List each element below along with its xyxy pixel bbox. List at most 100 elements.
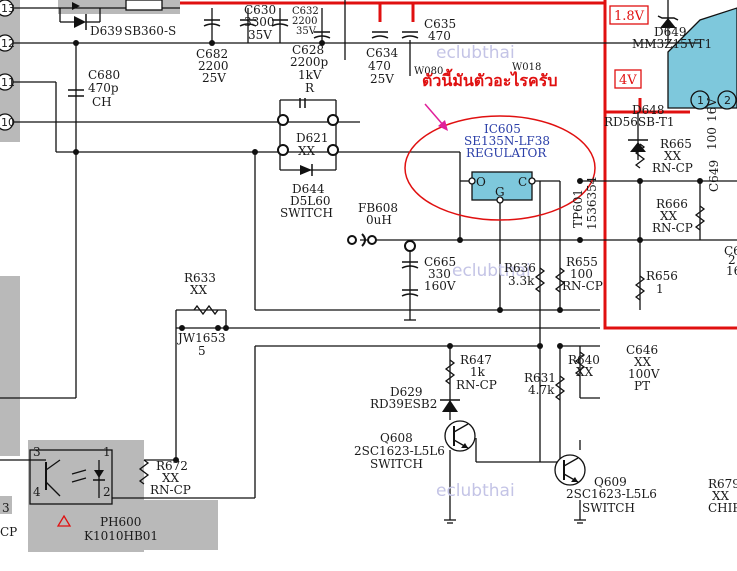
grounds: [444, 519, 586, 524]
r665-ref: R665: [660, 137, 692, 151]
ic605-pin-c: C: [518, 175, 527, 189]
volt-box-1: [609, 5, 649, 25]
ic-right-body: [667, 7, 737, 109]
c635-v1: 470: [428, 29, 451, 43]
r636-v1: 3.3k: [508, 274, 535, 288]
ic605-desc: REGULATOR: [466, 146, 547, 160]
d621-ref: D621: [296, 131, 329, 145]
c630-v2: 35V: [248, 28, 272, 42]
d621-part: XX: [298, 144, 316, 158]
d644-ref: D644: [292, 182, 325, 196]
tp601-ref: TP601: [571, 189, 585, 228]
c665-v2: 160V: [424, 279, 456, 293]
bridge-r-label: R: [305, 81, 315, 95]
c634-ref: C634: [366, 46, 398, 60]
capacitors-top: [68, 19, 419, 97]
watermark-1: eclubthai: [436, 43, 515, 63]
ic605-pin-g: G: [495, 185, 505, 199]
bridge-d621: [277, 98, 339, 176]
r679-v1: XX: [712, 489, 730, 503]
transistor-q608: [444, 420, 476, 452]
r665-v2: RN-CP: [652, 161, 693, 175]
c682-v2: 25V: [202, 71, 226, 85]
c680-v2: CH: [92, 95, 112, 109]
c630-ref: C630: [244, 3, 276, 17]
c632-ref: C632: [292, 6, 319, 17]
ph600-part: K1010HB01: [84, 529, 158, 543]
r655-ref: R655: [566, 255, 598, 269]
left-cut-shade: [0, 496, 12, 514]
transistor-q609: [554, 454, 586, 486]
highlight-ellipse: [404, 115, 596, 221]
q608-part: 2SC1623-L5L6: [354, 444, 445, 458]
r647-v1: 1k: [470, 365, 486, 379]
c632-v2: 35V: [296, 26, 317, 37]
d644-part: D5L60: [290, 194, 331, 208]
ferrite-fb608: [347, 233, 377, 247]
ph600-pin1: 1: [103, 445, 111, 459]
r672-v2: RN-CP: [150, 483, 191, 497]
r631-ref: R631: [524, 371, 556, 385]
right-cut-ref: C6: [724, 244, 737, 258]
c634-v2: 25V: [370, 72, 394, 86]
c665-v1: 330: [428, 267, 451, 281]
c628-v1: 2200p: [290, 55, 329, 69]
optocoupler-ph600: [29, 449, 113, 527]
ic605-regulator: [468, 171, 536, 204]
question-text: ตัวนี้มันตัวอะไรครับ: [422, 68, 557, 90]
jw1653-ref: JW1653: [176, 331, 226, 345]
ic-right-pins: [690, 90, 737, 110]
right-cut-v2: 16: [726, 264, 737, 278]
d649-ref: D649: [654, 25, 687, 39]
capacitor-c665: [401, 240, 419, 321]
r656-v1: 1: [656, 282, 664, 296]
r672-v1: XX: [162, 471, 180, 485]
q608-desc: SWITCH: [370, 457, 423, 471]
d629-part: RD39ESB2: [370, 397, 437, 411]
tp601-v1: 1536354: [585, 176, 599, 230]
r656-ref: R656: [646, 269, 678, 283]
ph600-pin2: 2: [103, 485, 111, 499]
connector-pin-10: 10: [1, 116, 15, 129]
c682-ref: C682: [196, 47, 228, 61]
ic-right-pin-1: 1: [697, 94, 704, 107]
c630-v1: 3300: [244, 15, 275, 29]
w018-label: W018: [512, 62, 541, 73]
c634-v1: 470: [368, 59, 391, 73]
r666-v1: XX: [660, 209, 678, 223]
junctions: [73, 40, 703, 463]
connector-pin-13: 13: [1, 2, 15, 15]
c649-ref: C649: [707, 160, 721, 192]
r665-v1: XX: [664, 149, 682, 163]
r655-v2: RN-CP: [562, 279, 603, 293]
r666-v2: RN-CP: [652, 221, 693, 235]
r633-ref: R633: [184, 271, 216, 285]
r655-v1: 100: [570, 267, 593, 281]
highlight-traces: [180, 0, 737, 330]
jumper-jw1653: [179, 325, 221, 331]
voltage-4v: 4V: [619, 73, 637, 88]
zener-d629: [440, 399, 460, 412]
r679-ref: R679: [708, 477, 737, 491]
q608-ref: Q608: [380, 431, 413, 445]
c649-v1: 100: [705, 127, 719, 150]
d648-part: RD56SB-T1: [604, 115, 674, 129]
jw1653-v1: 5: [198, 344, 206, 358]
w080-label: W080: [414, 66, 443, 77]
ph600-pin3: 3: [33, 445, 41, 459]
c665-ref: C665: [424, 255, 456, 269]
resistors: [138, 143, 706, 485]
c649-v2: 16V: [705, 98, 719, 122]
connector-pin-11: 11: [1, 76, 15, 89]
ph600-pin4: 4: [33, 485, 41, 499]
connector-pin-12: 12: [1, 37, 15, 50]
volt-box-2: [614, 69, 642, 89]
d644-desc: SWITCH: [280, 206, 333, 220]
c646-ref: C646: [626, 343, 658, 357]
c628-ref: C628: [292, 43, 324, 57]
r647-v2: RN-CP: [456, 378, 497, 392]
right-cut-v1: 2: [728, 253, 736, 267]
q609-part: 2SC1623-L5L6: [566, 487, 657, 501]
c646-v2: 100V: [628, 367, 660, 381]
